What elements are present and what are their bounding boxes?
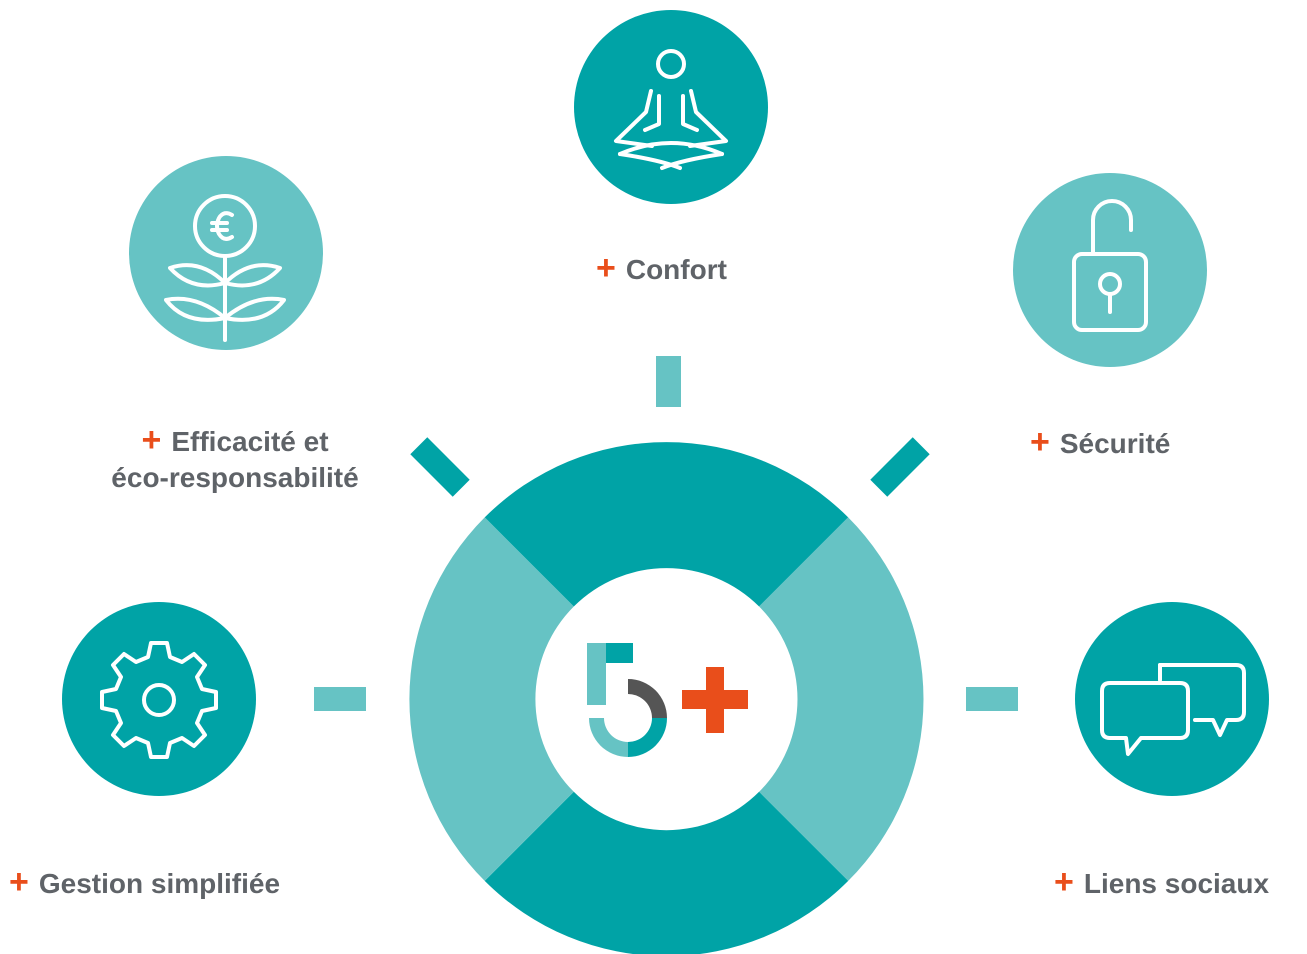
- plus-icon: +: [1030, 423, 1050, 461]
- securite-badge: [1013, 173, 1207, 367]
- plus-icon: +: [141, 421, 162, 459]
- connector-right: [966, 687, 1018, 711]
- ring-segment-left: [409, 517, 574, 881]
- label-efficacite-line1-text: Efficacité et: [171, 426, 329, 457]
- label-confort: + Confort: [596, 250, 727, 288]
- ring-segment-bottom: [484, 791, 849, 954]
- plus-icon: +: [1054, 863, 1074, 901]
- connector-top: [656, 356, 681, 407]
- logo-five-bowl-teal-light: [589, 718, 628, 757]
- label-liens-text: Liens sociaux: [1083, 868, 1270, 899]
- center-logo: [587, 643, 748, 757]
- connector-left: [314, 687, 366, 711]
- gestion-badge: [62, 602, 256, 796]
- gear-icon: [100, 641, 218, 759]
- confort-badge: [574, 10, 768, 204]
- ring-segment-right: [759, 517, 924, 881]
- connector-top-right: [870, 437, 930, 497]
- label-gestion: + Gestion simplifiée: [9, 864, 280, 902]
- label-securite: + Sécurité: [1030, 424, 1170, 462]
- liens-badge: [1075, 602, 1269, 796]
- label-efficacite: + Efficacité et éco-responsabilité: [100, 422, 370, 496]
- ring-segment-top: [484, 442, 849, 607]
- efficacite-badge: [129, 156, 323, 350]
- label-securite-text: Sécurité: [1059, 428, 1171, 459]
- label-gestion-text: Gestion simplifiée: [38, 868, 281, 899]
- logo-plus-horizontal: [682, 690, 748, 709]
- plus-icon: +: [596, 249, 616, 287]
- meditation-icon: [614, 49, 728, 170]
- label-liens: + Liens sociaux: [1054, 864, 1269, 902]
- logo-five-bowl-teal-dark: [628, 718, 667, 757]
- logo-five-stem: [587, 643, 606, 705]
- label-confort-text: Confort: [625, 254, 727, 285]
- logo-five-bowl-grey: [628, 679, 667, 718]
- connector-top-left: [410, 437, 470, 497]
- label-efficacite-line1: + Efficacité et: [100, 422, 370, 460]
- plus-icon: +: [9, 863, 29, 901]
- speech-bubbles-icon: [1100, 663, 1246, 756]
- euro-plant-icon: [164, 194, 286, 342]
- label-efficacite-line2: éco-responsabilité: [111, 462, 359, 493]
- center-ring: [409, 442, 924, 954]
- open-padlock-icon: [1072, 199, 1148, 332]
